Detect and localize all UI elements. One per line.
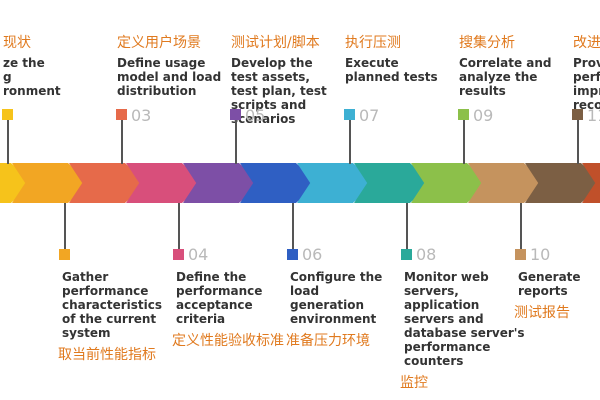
arrow-step — [69, 163, 147, 203]
step-title-cn: 测试计划/脚本 — [231, 35, 320, 51]
step-description-line: Provide — [573, 56, 600, 70]
step-description-line: servers and — [404, 312, 484, 326]
step-marker — [2, 109, 13, 120]
step-connector — [7, 120, 9, 164]
step-description-line: improvement — [573, 84, 600, 98]
step-description-line: environment — [290, 312, 377, 326]
step-marker — [515, 249, 526, 260]
step-marker — [287, 249, 298, 260]
step-description-line: recommend — [573, 98, 600, 112]
step-description-line: performance — [573, 70, 600, 84]
step-connector — [406, 203, 408, 249]
step-number: 08 — [416, 245, 437, 264]
step-connector — [463, 120, 465, 164]
step-description-line: Develop the — [231, 56, 313, 70]
step-title-cn: 取当前性能指标 — [58, 347, 156, 363]
step-marker — [458, 109, 469, 120]
step-number: 04 — [188, 245, 209, 264]
step-description-line: ze the — [3, 56, 45, 70]
step-description-line: application — [404, 298, 480, 312]
step-number: 09 — [473, 106, 494, 125]
step-description-line: Gather — [62, 270, 109, 284]
step-marker — [173, 249, 184, 260]
arrow-step — [12, 163, 90, 203]
step-description-line: scripts and — [231, 98, 307, 112]
step-title-cn: 测试报告 — [514, 305, 570, 321]
step-description-line: Configure the — [290, 270, 383, 284]
step-title-cn: 定义性能验收标准 — [172, 333, 284, 349]
step-title-cn: 执行压测 — [345, 35, 401, 51]
arrow-step — [582, 163, 600, 203]
step-description-line: performance — [404, 340, 491, 354]
step-title-cn: 改进建议 — [573, 35, 600, 51]
step-description-line: results — [459, 84, 506, 98]
step-description-line: criteria — [176, 312, 226, 326]
arrow-step — [468, 163, 546, 203]
step-description-line: characteristics — [62, 298, 163, 312]
step-connector — [520, 203, 522, 249]
step-description-line: generation — [290, 298, 365, 312]
arrow-step — [0, 163, 33, 203]
arrow-step — [297, 163, 375, 203]
step-marker — [344, 109, 355, 120]
step-number: 07 — [359, 106, 380, 125]
step-marker — [116, 109, 127, 120]
arrow-step — [411, 163, 489, 203]
step-description-line: test plan, test — [231, 84, 327, 98]
step-description-line: scenarios — [231, 112, 296, 126]
step-description-line: load — [290, 284, 320, 298]
step-description-line: acceptance — [176, 298, 253, 312]
step-title-cn: 监控 — [400, 375, 428, 391]
step-connector — [349, 120, 351, 164]
step-description-line: test assets, — [231, 70, 310, 84]
step-description-line: servers, — [404, 284, 459, 298]
step-description-line: Execute — [345, 56, 399, 70]
step-number: 11 — [587, 106, 600, 125]
step-connector — [235, 120, 237, 164]
step-title-cn: 现状 — [3, 35, 31, 51]
step-marker — [401, 249, 412, 260]
step-description-line: database server's — [404, 326, 525, 340]
step-number: 03 — [131, 106, 152, 125]
step-description-line: counters — [404, 354, 464, 368]
step-description-line: reports — [518, 284, 568, 298]
step-number: 06 — [302, 245, 323, 264]
step-description-line: performance — [176, 284, 263, 298]
step-connector — [178, 203, 180, 249]
step-title-cn: 准备压力环境 — [286, 333, 370, 349]
step-description-line: Monitor web — [404, 270, 489, 284]
step-marker — [230, 109, 241, 120]
step-description-line: planned tests — [345, 70, 438, 84]
step-connector — [121, 120, 123, 164]
step-description-line: performance — [62, 284, 149, 298]
step-description-line: ronment — [3, 84, 61, 98]
step-connector — [292, 203, 294, 249]
step-number: 10 — [530, 245, 551, 264]
arrow-step — [354, 163, 432, 203]
step-description-line: Correlate and — [459, 56, 552, 70]
step-description-line: Define the — [176, 270, 247, 284]
step-description-line: of the current — [62, 312, 157, 326]
step-description-line: Define usage — [117, 56, 206, 70]
arrow-step — [183, 163, 261, 203]
arrow-step — [126, 163, 204, 203]
step-number: 05 — [245, 106, 266, 125]
step-connector — [577, 120, 579, 164]
step-description-line: g — [3, 70, 12, 84]
arrow-step — [525, 163, 600, 203]
step-description-line: analyze the — [459, 70, 538, 84]
step-description-line: Generate — [518, 270, 581, 284]
step-marker — [572, 109, 583, 120]
arrow-step — [240, 163, 318, 203]
step-description-line: model and load — [117, 70, 222, 84]
step-connector — [64, 203, 66, 249]
step-title-cn: 搜集分析 — [459, 35, 515, 51]
step-title-cn: 定义用户场景 — [117, 35, 201, 51]
step-description-line: system — [62, 326, 111, 340]
step-description-line: distribution — [117, 84, 197, 98]
step-marker — [59, 249, 70, 260]
